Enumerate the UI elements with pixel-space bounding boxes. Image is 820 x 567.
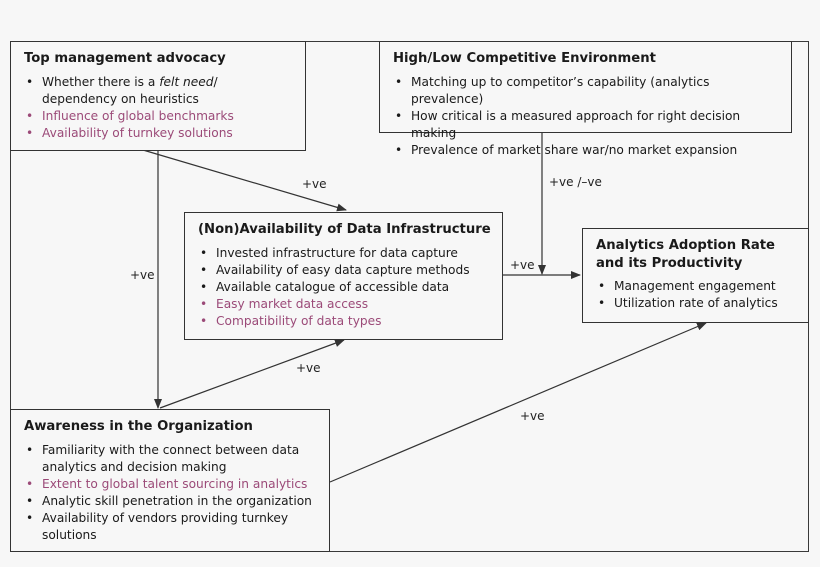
label-infra-to-adoption: +ve — [510, 258, 535, 272]
list-item: Easy market data access — [198, 296, 492, 313]
arrow-awareness-to-adoption — [329, 322, 707, 483]
list-item: Whether there is a felt need/ dependency… — [24, 74, 295, 108]
box-list: Invested infrastructure for data capture… — [198, 245, 492, 330]
box-list: Matching up to competitor’s capability (… — [393, 74, 781, 159]
label-top-to-awareness: +ve — [130, 268, 155, 282]
list-item: How critical is a measured approach for … — [393, 108, 781, 142]
list-item: Matching up to competitor’s capability (… — [393, 74, 781, 108]
label-awareness-to-adoption: +ve — [520, 409, 545, 423]
label-competitive-to-adoption: +ve /–ve — [549, 175, 602, 189]
list-item: Available catalogue of accessible data — [198, 279, 492, 296]
box-data-infrastructure: (Non)Availability of Data Infrastructure… — [184, 212, 503, 340]
box-list: Familiarity with the connect between dat… — [24, 442, 319, 544]
box-list: Management engagement Utilization rate o… — [596, 278, 798, 312]
list-item: Availability of vendors providing turnke… — [24, 510, 319, 544]
list-item: Management engagement — [596, 278, 798, 295]
box-title: (Non)Availability of Data Infrastructure — [198, 222, 491, 237]
list-item: Extent to global talent sourcing in anal… — [24, 476, 319, 493]
list-item: Compatibility of data types — [198, 313, 492, 330]
box-title: Top management advocacy — [24, 51, 226, 66]
box-title: High/Low Competitive Environment — [393, 51, 656, 66]
box-title: Awareness in the Organization — [24, 419, 253, 434]
label-top-to-infra: +ve — [302, 177, 327, 191]
box-awareness: Awareness in the Organization Familiarit… — [10, 409, 330, 552]
arrow-awareness-to-infra — [159, 339, 345, 409]
box-top-management: Top management advocacy Whether there is… — [10, 41, 306, 151]
list-item: Analytic skill penetration in the organi… — [24, 493, 319, 510]
list-item: Availability of easy data capture method… — [198, 262, 492, 279]
box-list: Whether there is a felt need/ dependency… — [24, 74, 295, 142]
list-item: Invested infrastructure for data capture — [198, 245, 492, 262]
list-item: Prevalence of market share war/no market… — [393, 142, 781, 159]
arrow-top-to-infra — [142, 149, 347, 212]
list-item: Availability of turnkey solutions — [24, 125, 295, 142]
box-competitive: High/Low Competitive Environment Matchin… — [379, 41, 792, 159]
list-item: Familiarity with the connect between dat… — [24, 442, 319, 476]
list-item: Influence of global benchmarks — [24, 108, 295, 125]
label-awareness-to-infra: +ve — [296, 361, 321, 375]
list-item: Utilization rate of analytics — [596, 295, 798, 312]
